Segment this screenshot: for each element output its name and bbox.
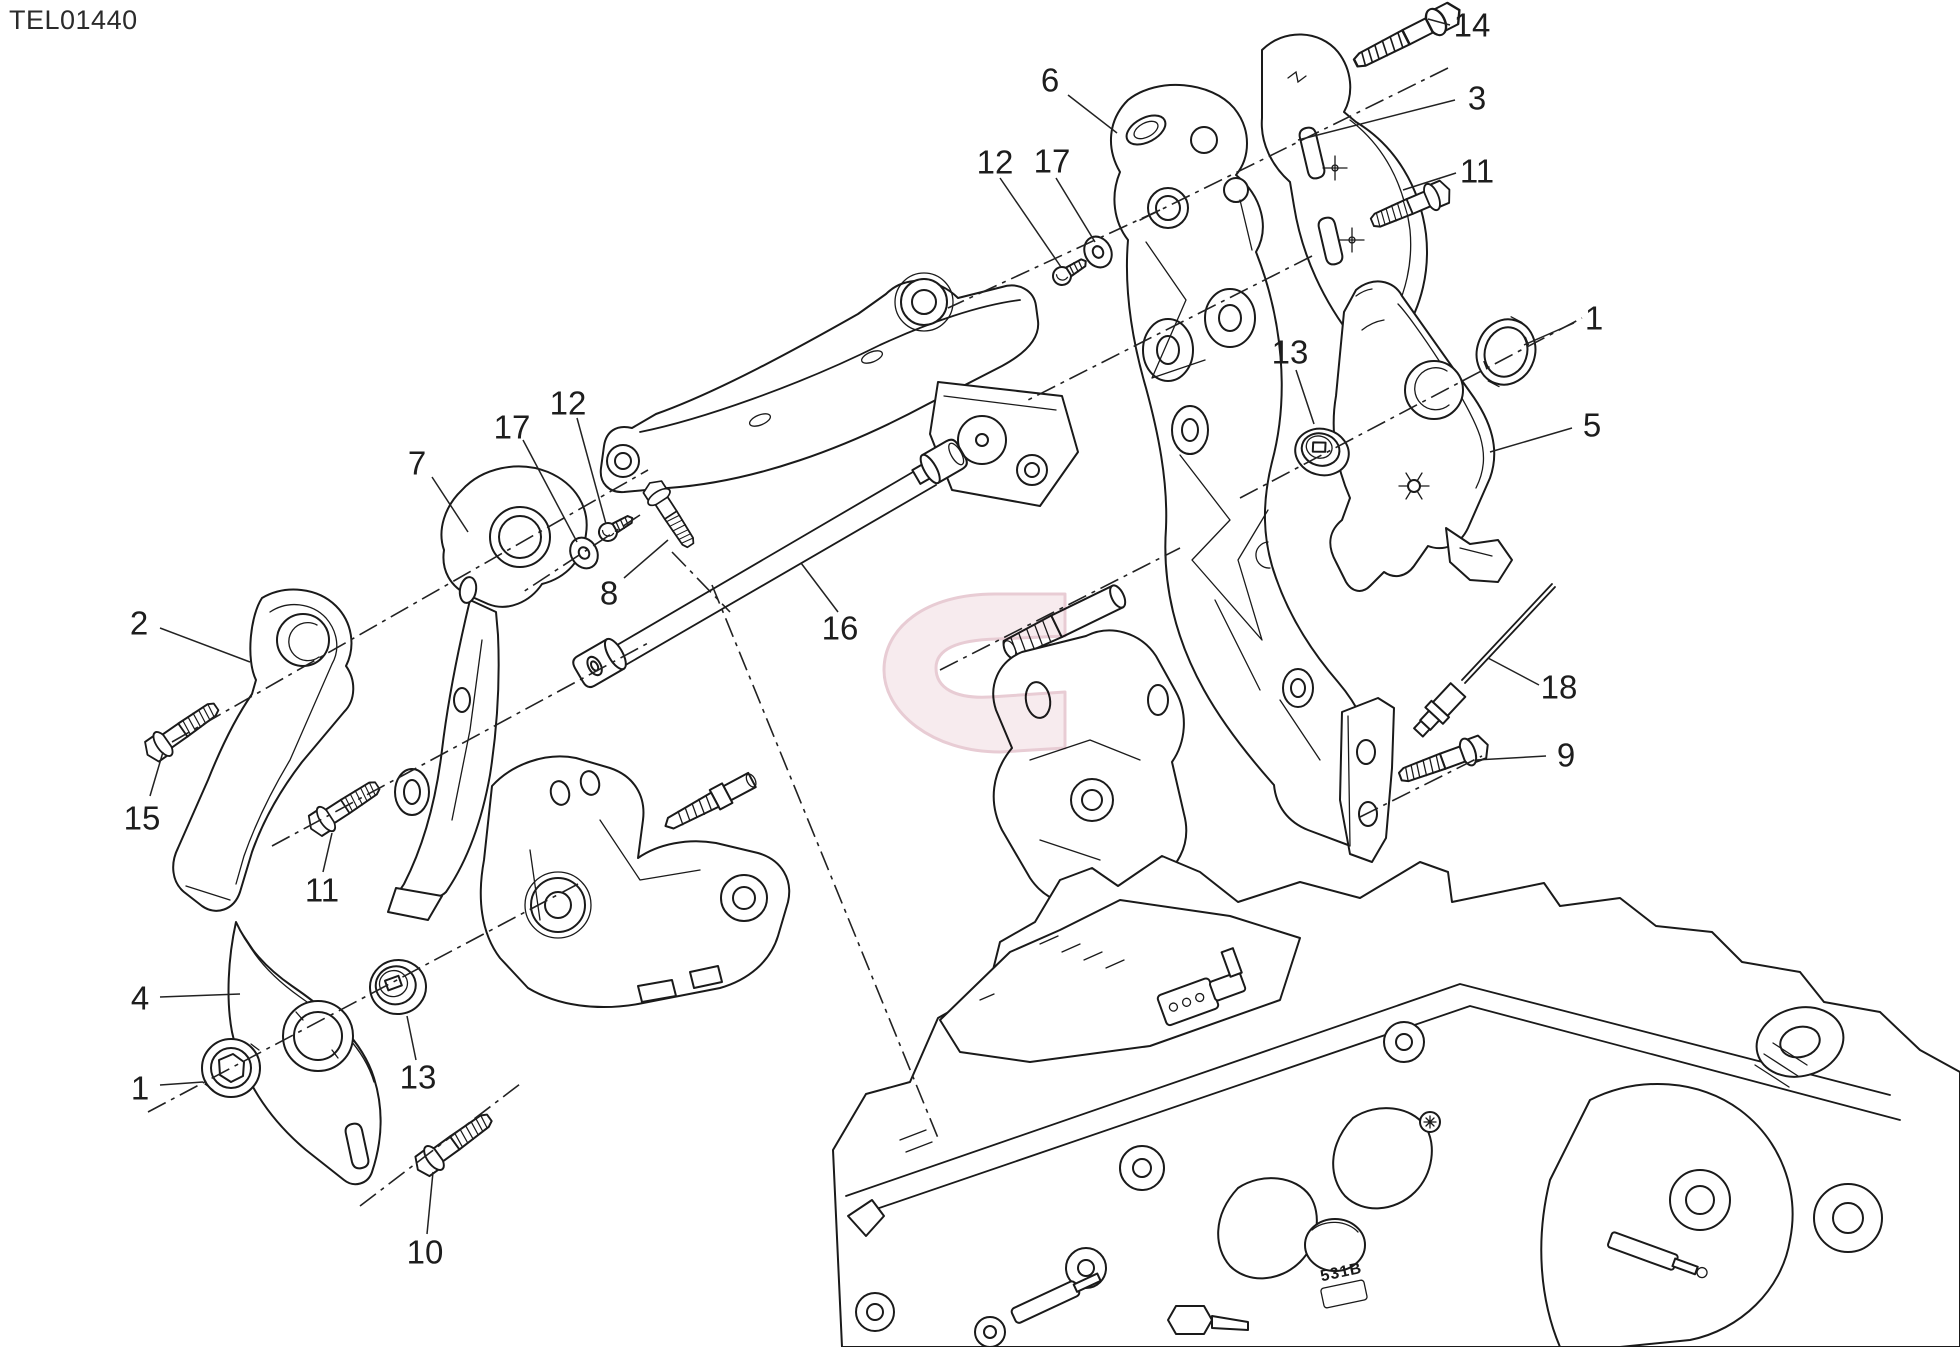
callout-part-13_right: 13: [1271, 333, 1309, 371]
callout-part-12_left: 12: [549, 384, 587, 422]
callout-leader-lines: [149, 18, 1575, 1235]
axis-line: [147, 883, 579, 1113]
leader-line-3: [1297, 99, 1456, 141]
callout-part-7: 7: [407, 444, 427, 482]
bracket-2-drawing: [172, 588, 355, 912]
leader-line-2: [159, 627, 251, 663]
leader-line-13: [1295, 369, 1315, 425]
leader-line-15: [149, 751, 164, 797]
callout-part-12_top: 12: [976, 143, 1014, 181]
axis-line: [947, 209, 1161, 309]
bushing-13-left-drawing: [369, 958, 427, 1016]
axis-line: [1239, 317, 1583, 499]
axis-line: [1027, 255, 1313, 401]
callout-part-18: 18: [1540, 668, 1578, 706]
leader-line-12: [576, 417, 607, 525]
leader-line-6: [1067, 94, 1118, 134]
leader-line-18: [1487, 657, 1540, 686]
bolt-14-drawing: [1348, 0, 1467, 77]
axis-line: [1359, 755, 1483, 818]
bolt-10-drawing: [408, 1105, 499, 1183]
callout-part-4: 4: [130, 979, 150, 1017]
axis-line: [671, 551, 731, 613]
part-6-mount-bracket-drawing: [1110, 83, 1383, 849]
leader-line-17: [1055, 177, 1096, 243]
axis-line: [711, 584, 939, 1139]
axis-line: [1135, 67, 1449, 223]
callout-part-5: 5: [1582, 406, 1602, 444]
bushing-13-right-drawing: [1294, 427, 1350, 477]
bracket-lower-right-drawing: [1339, 697, 1395, 863]
callout-part-10: 10: [406, 1233, 444, 1271]
ring-nut-1-right-drawing: [1475, 316, 1537, 388]
callout-part-17_left: 17: [493, 408, 531, 446]
axis-line: [171, 469, 649, 743]
upper-support-arm-drawing: [599, 272, 1079, 507]
axis-line: [359, 1083, 521, 1207]
leader-line-5: [1489, 427, 1573, 453]
callout-part-1_left: 1: [130, 1069, 150, 1107]
part-3-spacer-bracket-drawing: [1260, 33, 1428, 352]
ring-nut-1-left-drawing: [201, 1038, 261, 1098]
rod-18-drawing: [1413, 583, 1556, 738]
callout-part-11_top: 11: [1459, 152, 1495, 190]
leader-line-10: [426, 1171, 434, 1235]
callout-part-16: 16: [821, 609, 859, 647]
engine-block-drawing: 531B: [832, 855, 1960, 1347]
callout-part-11_left: 11: [304, 871, 340, 909]
leader-line-12: [999, 177, 1062, 268]
leader-line-16: [800, 562, 839, 613]
axis-line: [519, 514, 641, 595]
callout-part-1_right: 1: [1584, 299, 1604, 337]
bolt-9-drawing: [1394, 730, 1494, 791]
callout-part-15: 15: [123, 799, 161, 837]
leader-line-17: [522, 439, 578, 543]
tie-rod-16-drawing: [572, 438, 968, 689]
cover-5-drawing: [1329, 280, 1513, 592]
callout-part-14: 14: [1453, 6, 1491, 44]
leader-line-11: [1402, 172, 1457, 191]
callout-part-6: 6: [1040, 61, 1060, 99]
callout-part-3: 3: [1467, 79, 1487, 117]
leader-line-4: [159, 993, 241, 998]
callout-part-2: 2: [129, 604, 149, 642]
leader-line-1: [1523, 322, 1575, 346]
leader-line-13: [406, 1015, 417, 1061]
bolt-15-drawing: [138, 694, 226, 768]
callout-part-17_top: 17: [1033, 142, 1071, 180]
leader-line-9: [1475, 755, 1547, 761]
leader-line-1: [159, 1081, 204, 1086]
leader-line-7: [431, 476, 469, 533]
assembly-axis-lines: [147, 67, 1583, 1207]
leader-line-8: [623, 539, 669, 579]
part-7-mount-bracket-drawing: [387, 465, 588, 921]
axis-line: [939, 547, 1181, 671]
ducati-logo-watermark: [882, 592, 1067, 754]
callout-part-9: 9: [1556, 736, 1576, 774]
engine-mount-bracket-bottom-drawing: [479, 755, 791, 1009]
leader-line-14: [1427, 18, 1451, 26]
callout-part-8: 8: [599, 574, 619, 612]
leader-line-11: [322, 832, 333, 873]
callout-part-13_left: 13: [399, 1058, 437, 1096]
drawing-code: TEL01440: [9, 5, 138, 35]
cover-4-drawing: [227, 921, 382, 1186]
